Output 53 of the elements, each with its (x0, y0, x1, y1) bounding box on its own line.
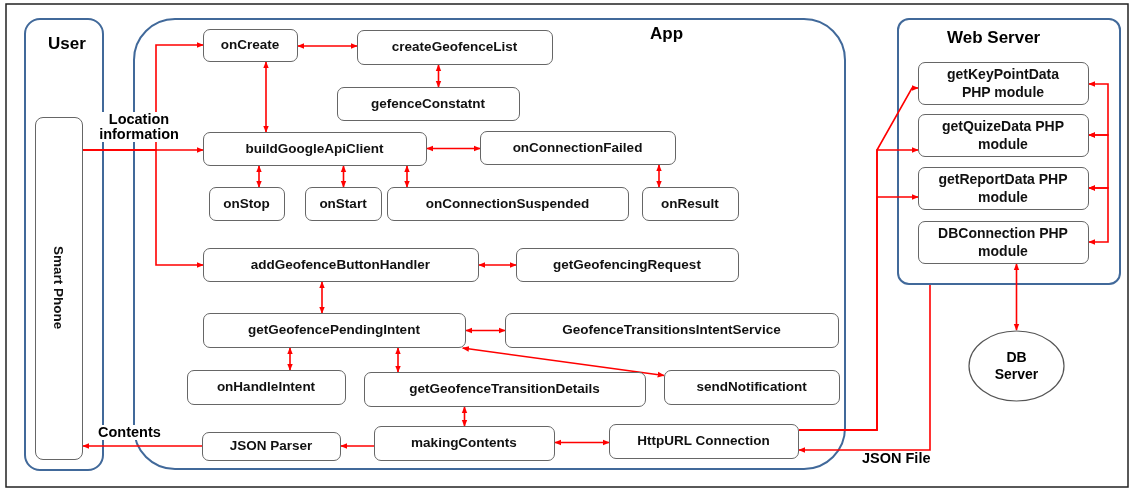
process-box: getGeofencingRequest (515, 247, 739, 282)
arrow (435, 64, 442, 88)
process-box: getReportData PHP module (917, 166, 1089, 210)
arrow (656, 164, 662, 188)
arrow (478, 262, 517, 268)
arrow (340, 165, 347, 188)
arrow (1088, 185, 1109, 245)
arrow (1013, 263, 1020, 331)
arrow (287, 347, 293, 371)
process-box: DBConnection PHP module (917, 220, 1089, 264)
arrow (82, 149, 204, 268)
arrow (461, 346, 665, 378)
process-box: getQuizeData PHP module (917, 113, 1089, 157)
device-box: Smart Phone (34, 116, 83, 460)
process-box: HttpURL Connection (608, 423, 799, 459)
arrow (263, 61, 269, 133)
arrow (798, 284, 931, 453)
process-box: getGeofenceTransitionDetails (363, 371, 646, 407)
arrow (82, 443, 203, 449)
lane-title: Web Server (947, 28, 1041, 48)
process-box: buildGoogleApiClient (202, 131, 427, 166)
arrow (395, 347, 401, 373)
arrow (461, 406, 468, 427)
lane-title: User (48, 34, 86, 54)
arrow (465, 327, 506, 334)
arrow (554, 439, 610, 446)
arrow (297, 43, 358, 49)
server-circle: DB Server (968, 330, 1065, 402)
process-box: gefenceConstatnt (336, 86, 520, 121)
arrow (319, 281, 325, 314)
process-box: JSON Parser (201, 431, 341, 461)
process-box: onStart (304, 186, 382, 221)
process-box: getKeyPointData PHP module (917, 61, 1089, 105)
arrow (256, 165, 262, 188)
process-box: onStop (208, 186, 285, 221)
process-box: addGeofenceButtonHandler (202, 247, 479, 282)
process-box: makingContents (373, 425, 555, 461)
lane-title: App (650, 24, 684, 44)
process-box: createGeofenceList (356, 29, 553, 65)
arrow (798, 194, 919, 431)
swimlane-container (897, 18, 1121, 285)
process-box: onHandleIntent (186, 369, 346, 405)
process-box: sendNotificationt (663, 369, 840, 405)
arrow (404, 165, 410, 188)
edge-label: Contents (97, 425, 162, 441)
process-box: onConnectionSuspended (386, 186, 629, 221)
arrow (426, 145, 481, 152)
process-box: getGeofencePendingIntent (202, 312, 466, 348)
process-box: onResult (641, 186, 739, 221)
process-box: onCreate (202, 28, 298, 62)
arrow (340, 443, 375, 449)
process-box: GeofenceTransitionsIntentService (504, 312, 839, 348)
process-box: onConnectionFailed (479, 130, 676, 165)
